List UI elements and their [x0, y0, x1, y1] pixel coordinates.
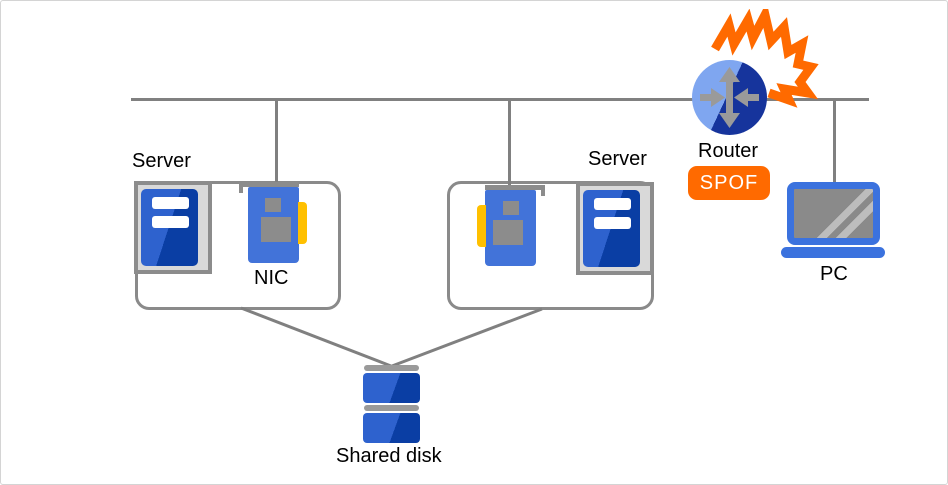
server-left-label: Server [132, 150, 191, 172]
server-drive-slot [594, 198, 631, 210]
server-icon [576, 182, 654, 275]
router-icon [692, 60, 767, 135]
nic-icon [237, 181, 307, 263]
server-drive-slot [152, 197, 189, 209]
laptop-icon [787, 182, 880, 245]
left-group-to-disk-line [240, 306, 392, 368]
nic-bracket-tab [239, 182, 243, 193]
server-icon [134, 181, 212, 274]
router-label: Router [698, 140, 759, 162]
server-drive-slot [152, 216, 189, 228]
spof-badge: SPOF [688, 166, 770, 200]
server-tower-shape [583, 190, 640, 267]
server-drive-slot [594, 217, 631, 229]
shared-disk-label: Shared disk [336, 445, 442, 467]
nic-label: NIC [254, 267, 289, 289]
nic-chip-small [265, 198, 281, 212]
disk-platter-bar [364, 365, 419, 371]
right-group-to-disk-line [391, 307, 543, 368]
nic-chip-large [493, 220, 523, 245]
server-right-label: Server [588, 148, 647, 170]
laptop-base [781, 247, 885, 258]
explosion-icon [711, 9, 819, 108]
nic-bracket [239, 182, 299, 187]
nic-bracket-tab [541, 185, 545, 196]
disk-platter-bar [364, 405, 419, 411]
nic-edge-connector [477, 205, 486, 247]
nic-icon [477, 184, 547, 266]
nic-chip-large [261, 217, 291, 242]
shared-disk-icon [363, 365, 420, 445]
disk-block [363, 413, 420, 443]
disk-block [363, 373, 420, 403]
router-arrows-icon [700, 67, 759, 128]
server-tower-shape [141, 189, 198, 266]
pc-label: PC [820, 263, 848, 285]
nic-chip-small [503, 201, 519, 215]
nic-edge-connector [298, 202, 307, 244]
